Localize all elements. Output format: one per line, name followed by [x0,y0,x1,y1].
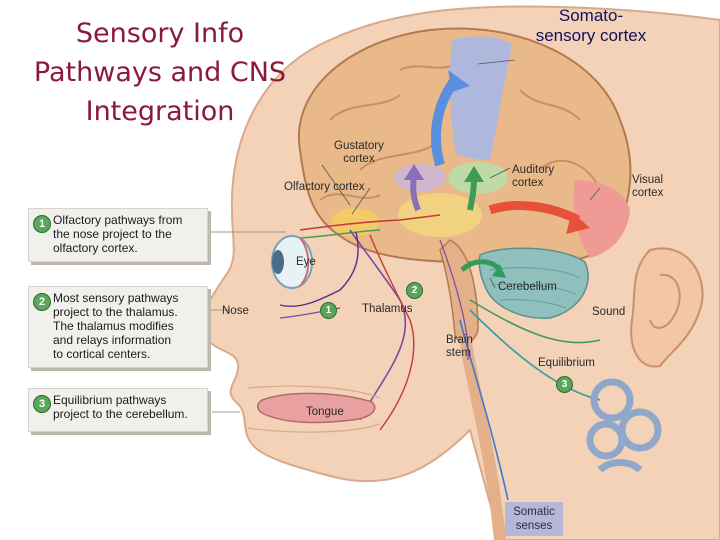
eye-icon [271,235,313,289]
tongue-label: Tongue [306,406,344,418]
sound-label: Sound [592,306,626,318]
inner-ear-icon [586,378,662,473]
brain-stem-label: Brain stem [446,334,473,360]
nose-pathway-badge: 1 [320,302,337,319]
somatosensory-label: Somato- sensory cortex [506,6,676,46]
callout-text-3: Equilibrium pathways project to the cere… [53,393,188,421]
olfactory-cortex-label: Olfactory cortex [284,181,365,193]
callout-box-3: 3 Equilibrium pathways project to the ce… [28,388,208,432]
title-line-2: Pathways and CNS [33,57,287,88]
callout-box-2: 2 Most sensory pathways project to the t… [28,286,208,368]
eye-label: Eye [296,256,316,268]
equilibrium-label: Equilibrium [538,357,595,369]
callout-number-2: 2 [33,293,51,311]
page-title: Sensory Info Pathways and CNS Integratio… [20,14,300,131]
callout-2-line-3: The thalamus modifies [53,319,174,333]
somatosensory-cortex [449,36,512,160]
visual-cortex [573,180,630,258]
cerebellum [478,247,589,319]
brain-stem-label-line-1: Brain [446,334,473,346]
visual-cortex-label: Visual cortex [632,174,663,200]
nose-label: Nose [222,305,249,317]
callout-text-2: Most sensory pathways project to the tha… [53,291,178,361]
callout-number-3: 3 [33,395,51,413]
auditory-cortex-label: Auditory cortex [512,164,554,190]
callout-1-line-2: the nose project to the [53,227,172,241]
auditory-label-line-1: Auditory [512,164,555,176]
callout-2-line-4: and relays information [53,333,172,347]
somatosensory-label-line-1: Somato- [558,6,624,25]
callout-3-line-2: project to the cerebellum. [53,407,188,421]
callout-text-1: Olfactory pathways from the nose project… [53,213,182,255]
callout-1-line-1: Olfactory pathways from [53,213,183,227]
somatosensory-label-line-2: sensory cortex [535,26,647,45]
callout-box-1: 1 Olfactory pathways from the nose proje… [28,208,208,262]
thalamus-pathway-badge: 2 [406,282,423,299]
visual-label-line-1: Visual [632,174,664,186]
auditory-label-line-2: cortex [512,177,544,189]
olfactory-cortex [331,208,379,236]
callout-1-line-3: olfactory cortex. [53,241,138,255]
equilibrium-pathway-badge: 3 [556,376,573,393]
somatosensory-arrow [430,77,460,167]
somatic-label-line-2: senses [515,520,553,532]
ear-icon [630,247,704,368]
title-line-1: Sensory Info [75,18,245,49]
brain-stem-label-line-2: stem [446,347,471,359]
gustatory-label-line-1: Gustatory [334,140,384,152]
visual-arrow [488,200,581,225]
visual-label-line-2: cortex [632,187,664,199]
title-line-3: Integration [85,96,235,127]
callout-2-line-5: to cortical centers. [53,347,151,361]
somatic-senses-label: Somatic senses [505,502,563,536]
gustatory-label-line-2: cortex [343,153,375,165]
thalamus-label: Thalamus [362,303,413,315]
gustatory-cortex-label: Gustatory cortex [334,140,384,166]
tongue [257,392,376,424]
cerebellum-label: Cerebellum [498,281,557,293]
callout-3-line-1: Equilibrium pathways [53,393,167,407]
callout-number-1: 1 [33,215,51,233]
callout-2-line-2: project to the thalamus. [53,305,178,319]
somatic-label-line-1: Somatic [513,506,555,518]
callout-2-line-1: Most sensory pathways [53,291,179,305]
